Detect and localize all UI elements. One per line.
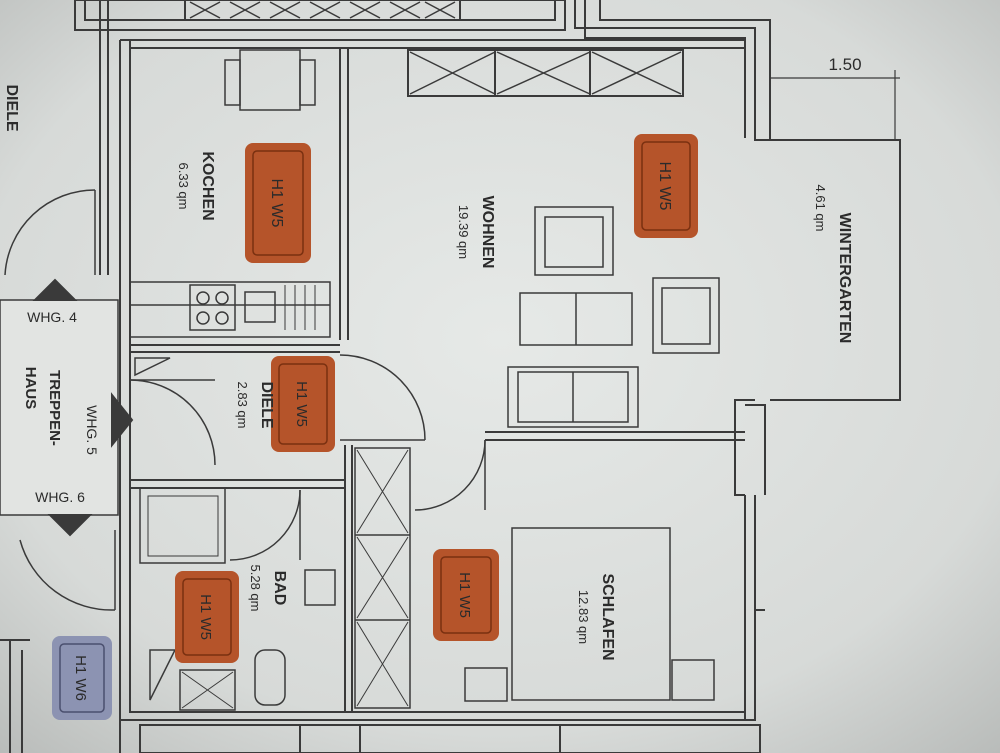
outer-walls — [119, 0, 771, 753]
whg-4-label: WHG. 4 — [27, 309, 77, 325]
room-area: 4.61 qm — [813, 185, 828, 232]
label-wintergarten: WINTERGARTEN 4.61 qm — [813, 185, 853, 344]
wohnen-schlafen-wall — [414, 431, 745, 511]
whg-5-label: WHG. 5 — [84, 405, 100, 455]
dimension-label: 1.50 — [828, 55, 861, 74]
sticker-text: H1 W5 — [268, 179, 285, 228]
sticker-shape — [175, 571, 239, 663]
room-name: WOHNEN — [479, 196, 496, 269]
room-name: WINTERGARTEN — [836, 213, 853, 344]
sticker-neighbour: H1 W6 — [52, 636, 112, 720]
sticker-text: H1 W5 — [293, 381, 310, 427]
window-wohnen — [407, 49, 684, 97]
sticker-bad: H1 W5 — [175, 571, 239, 663]
room-area: 2.83 qm — [235, 382, 250, 429]
label-bad: BAD 5.28 qm — [248, 565, 288, 612]
whg-5-text: WHG. 5 — [84, 405, 100, 455]
sticker-shape — [271, 356, 335, 452]
stair-area — [0, 0, 134, 753]
label-schlafen: SCHLAFEN 12.83 qm — [576, 573, 616, 660]
sticker-shape — [245, 143, 311, 263]
wardrobe — [354, 447, 411, 709]
label-diele: DIELE 2.83 qm — [235, 381, 275, 428]
room-name: SCHLAFEN — [599, 573, 616, 660]
room-name: BAD — [271, 571, 288, 606]
living-furniture — [507, 206, 720, 428]
stair-title-1: TREPPEN- — [46, 370, 63, 446]
bathroom-room — [139, 445, 353, 712]
label-wohnen: WOHNEN 19.39 qm — [456, 196, 496, 269]
sticker-text: H1 W5 — [197, 594, 214, 640]
sticker-wohnen: H1 W5 — [634, 134, 698, 238]
bed — [464, 527, 715, 702]
sticker-kochen: H1 W5 — [245, 143, 311, 263]
whg-6-label: WHG. 6 — [35, 489, 85, 505]
kitchen-room — [129, 48, 349, 340]
diele-walls — [129, 344, 426, 561]
stair-title-2: HAUS — [22, 367, 39, 410]
sticker-shape — [433, 549, 499, 641]
sticker-shape — [52, 636, 112, 720]
treppenhaus-label: TREPPEN- HAUS — [22, 367, 63, 446]
sticker-text: H1 W5 — [656, 162, 673, 211]
room-area: 12.83 qm — [576, 590, 591, 644]
room-name: DIELE — [3, 84, 20, 131]
room-area: 5.28 qm — [248, 565, 263, 612]
sticker-diele: H1 W5 — [271, 356, 335, 452]
room-area: 6.33 qm — [176, 163, 191, 210]
sticker-shape — [634, 134, 698, 238]
sticker-schlafen: H1 W5 — [433, 549, 499, 641]
room-area: 19.39 qm — [456, 205, 471, 259]
wintergarten-walls — [734, 70, 901, 720]
room-name: DIELE — [258, 381, 275, 428]
label-diele-left: DIELE — [3, 84, 20, 131]
room-name: KOCHEN — [199, 151, 216, 220]
top-neighbour-wall — [74, 0, 566, 31]
sticker-text: H1 W5 — [456, 572, 473, 618]
sticker-text: H1 W6 — [72, 655, 89, 701]
label-kochen: KOCHEN 6.33 qm — [176, 151, 216, 220]
